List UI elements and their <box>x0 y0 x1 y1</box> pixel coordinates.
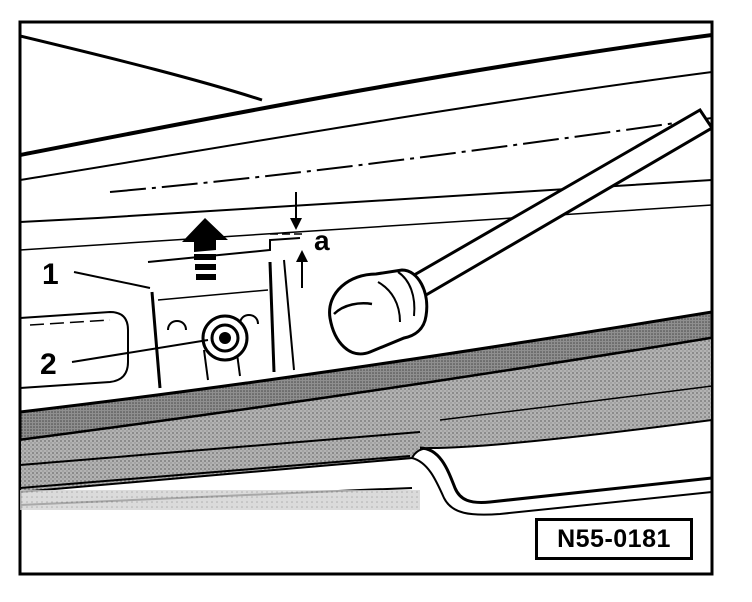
reference-code-box: N55-0181 <box>535 518 693 560</box>
bracket-slot-left <box>167 320 187 331</box>
leader-1 <box>73 271 151 289</box>
label-1: 1 <box>42 258 59 291</box>
glass-edge-inner <box>20 71 712 181</box>
roof-curve <box>20 34 263 102</box>
dimension-a <box>270 192 308 288</box>
door-step-inner <box>411 457 712 516</box>
door-step <box>419 446 712 504</box>
left-pane-dashed <box>29 319 111 326</box>
panel-line-2 <box>20 204 712 251</box>
seal-groove <box>20 431 421 466</box>
sill-shade <box>20 490 420 510</box>
leader-2 <box>71 339 209 363</box>
label-2: 2 <box>40 348 57 381</box>
door-trim <box>439 385 712 421</box>
bracket-left-edge <box>150 291 162 389</box>
bracket-rib <box>203 349 209 381</box>
support-strut <box>328 107 712 356</box>
trim-line <box>109 117 712 193</box>
glass-edge-top <box>20 33 712 157</box>
bracket-mid <box>157 289 269 301</box>
seal-groove-2 <box>20 455 411 489</box>
left-pane <box>20 310 129 389</box>
bracket-flange <box>283 259 295 371</box>
label-a: a <box>314 225 330 256</box>
bracket-right-edge <box>268 261 276 373</box>
screw <box>201 314 249 362</box>
up-arrow-icon <box>182 218 228 280</box>
reference-code: N55-0181 <box>557 524 671 553</box>
